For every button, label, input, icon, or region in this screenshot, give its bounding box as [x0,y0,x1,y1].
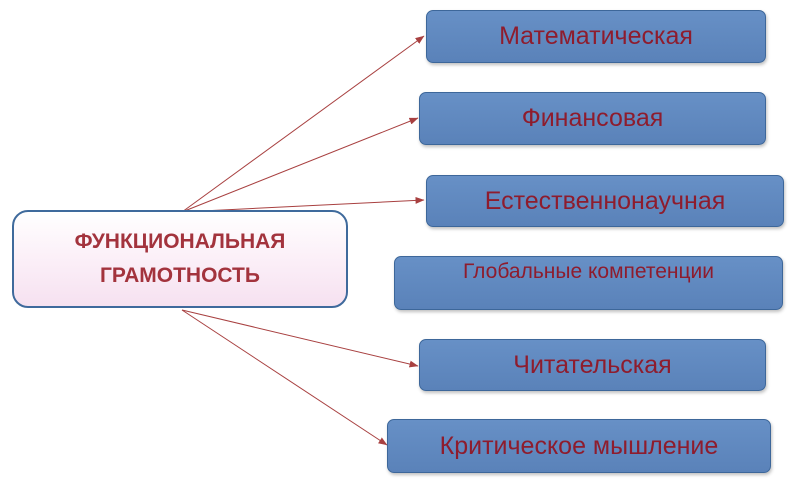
branch-label: Финансовая [521,104,664,132]
branch-label: Критическое мышление [439,431,719,460]
central-node-functional-literacy: ФУНКЦИОНАЛЬНАЯ ГРАМОТНОСТЬ [12,210,348,308]
arrow-to-critical-thinking [181,309,388,446]
branch-mathematical: Математическая [426,10,766,63]
central-node-line-2: ГРАМОТНОСТЬ [100,264,260,287]
branch-label: Математическая [499,22,693,50]
central-node-line-1: ФУНКЦИОНАЛЬНАЯ [74,230,286,253]
branch-label: Естественнонаучная [484,186,726,215]
branch-global-competencies: Глобальные компетенции [394,256,783,310]
branch-financial: Финансовая [419,92,766,145]
branch-label: Читательская [513,350,672,379]
branch-critical-thinking: Критическое мышление [387,419,771,473]
branch-label: Глобальные компетенции [462,260,715,283]
arrow-to-financial [181,117,419,213]
arrow-to-mathematical [181,35,425,213]
branch-natural-science: Естественнонаучная [426,175,784,227]
arrow-to-reading [181,309,419,368]
branch-reading: Читательская [419,339,766,391]
